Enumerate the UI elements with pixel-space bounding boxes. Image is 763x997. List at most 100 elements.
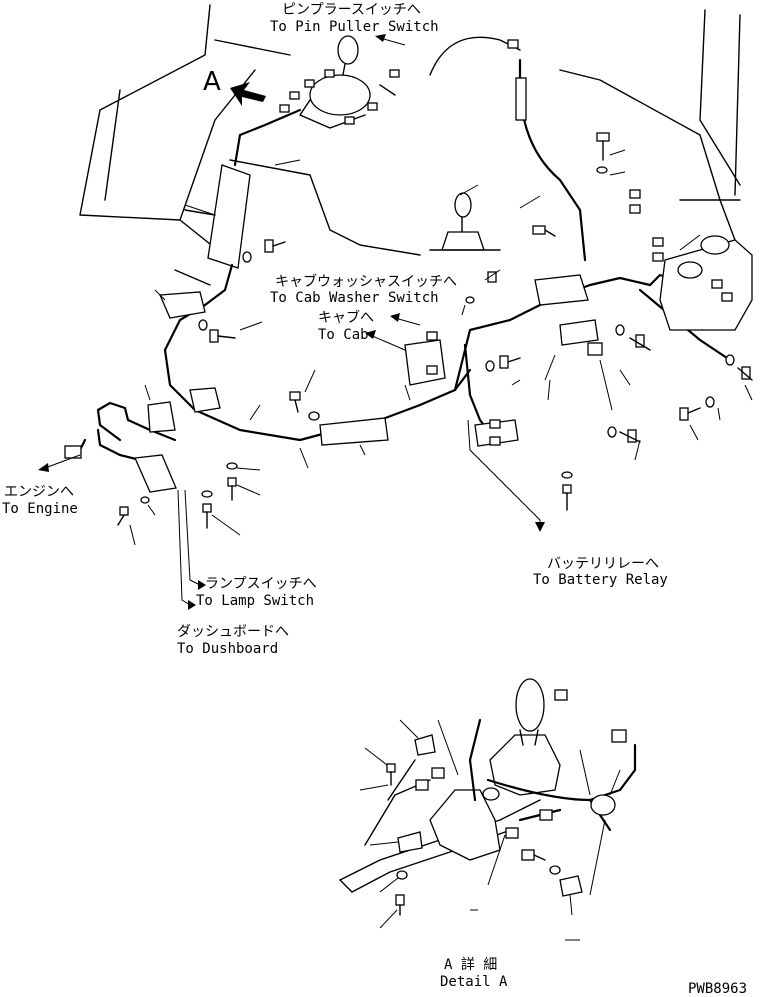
bolt-icon (679, 407, 689, 421)
bolt-icon (562, 484, 572, 494)
lamp-label-en: To Lamp Switch (196, 593, 314, 609)
bolts (117, 132, 753, 529)
bolt-icon (202, 503, 212, 513)
connector (629, 189, 641, 199)
side-plate (184, 164, 251, 269)
harness-sleeve (515, 77, 527, 121)
cab-label-en: To Cab (318, 327, 369, 343)
connector (611, 729, 627, 743)
dash-label-jp: ダッシュボードへ (177, 624, 289, 640)
bolt-icon (289, 391, 301, 401)
bracket (559, 875, 583, 897)
joystick (429, 192, 501, 251)
washer-icon (242, 251, 252, 263)
drawing-code: PWB8963 (688, 981, 747, 997)
destination-arrows (38, 34, 545, 610)
connector (431, 767, 445, 779)
washer-icon (596, 166, 608, 174)
connector (304, 79, 315, 88)
clamps-brackets (64, 189, 664, 493)
washer-icon (396, 870, 408, 880)
main-harness (78, 58, 732, 470)
washer-icon (561, 471, 573, 479)
connector (629, 204, 641, 214)
connector (426, 331, 438, 341)
cab-washer-label-jp: キャブウォッシャスイッチへ (275, 273, 457, 290)
leader-lines (129, 94, 753, 546)
washer-icon (201, 490, 213, 498)
washer-icon (308, 411, 320, 421)
washer-icon (615, 324, 625, 336)
engine-label-jp: エンジンへ (4, 484, 74, 500)
bolt-icon (386, 763, 396, 773)
relay-block (534, 274, 589, 306)
bolt-icon (227, 477, 237, 487)
washer-icon (485, 360, 495, 372)
grommet (482, 787, 500, 801)
cab-label-jp: キャブへ (318, 309, 374, 326)
connector (489, 419, 501, 429)
bracket (147, 401, 176, 433)
washer-tank (659, 235, 753, 331)
clamp (590, 794, 616, 816)
connector (587, 342, 603, 356)
bracket (189, 387, 221, 413)
detail-a (339, 678, 637, 941)
detail-label-en: Detail A (440, 974, 508, 990)
lever-boot (489, 734, 561, 796)
bracket (159, 291, 206, 319)
bolt-icon (532, 225, 546, 235)
connector (554, 689, 568, 701)
connector (505, 827, 519, 839)
connector (426, 365, 438, 375)
pin-puller-lever (299, 35, 396, 129)
connector (652, 237, 664, 247)
washer-icon (140, 496, 150, 504)
battery-label-jp: バッテリリレーへ (547, 556, 659, 572)
connector (652, 252, 664, 262)
harness-sleeve (404, 339, 446, 386)
washer-icon (226, 462, 238, 470)
bracket (414, 734, 436, 756)
washer-icon (549, 865, 561, 875)
bolt-icon (209, 329, 219, 343)
washer-icon (198, 319, 208, 331)
bolt-icon (119, 506, 129, 516)
washer-icon (705, 396, 715, 408)
harness-sleeve (134, 454, 177, 493)
bolt-icon (499, 355, 509, 369)
bolt-icon (395, 894, 405, 906)
washer-icon (725, 354, 735, 366)
dash-label-en: To Dushboard (177, 641, 278, 657)
pin-puller-label-jp: ピンプラースイッチへ (282, 2, 421, 18)
bracket (397, 831, 423, 853)
connector (289, 91, 300, 100)
connector (344, 116, 355, 125)
view-letter: A (203, 67, 221, 97)
lamp-label-jp: ランプスイッチへ (205, 576, 317, 592)
cab-body-outline (79, 4, 741, 286)
washer-icon (465, 296, 475, 304)
connector (279, 104, 290, 113)
engine-label-en: To Engine (2, 501, 78, 517)
detail-label-jp: A 詳 細 (444, 957, 497, 973)
bolt-icon (741, 366, 751, 380)
view-a-arrow: A (203, 67, 266, 106)
cab-washer-label-en: To Cab Washer Switch (270, 290, 439, 306)
connector (415, 779, 429, 791)
connector (389, 69, 400, 78)
harness-sleeve (319, 417, 389, 446)
pin-puller-label-en: To Pin Puller Switch (270, 19, 439, 35)
lever-knob (515, 678, 545, 732)
lever-boot (429, 789, 501, 861)
bolt-icon (521, 849, 535, 861)
battery-label-en: To Battery Relay (533, 572, 668, 588)
bolt-icon (487, 271, 497, 283)
harness-sleeve (474, 419, 519, 447)
washer-icon (607, 426, 617, 438)
bolt-icon (264, 239, 274, 253)
connector (64, 445, 82, 459)
labels: ピンプラースイッチへ To Pin Puller Switch キャブウォッシャ… (2, 2, 747, 997)
